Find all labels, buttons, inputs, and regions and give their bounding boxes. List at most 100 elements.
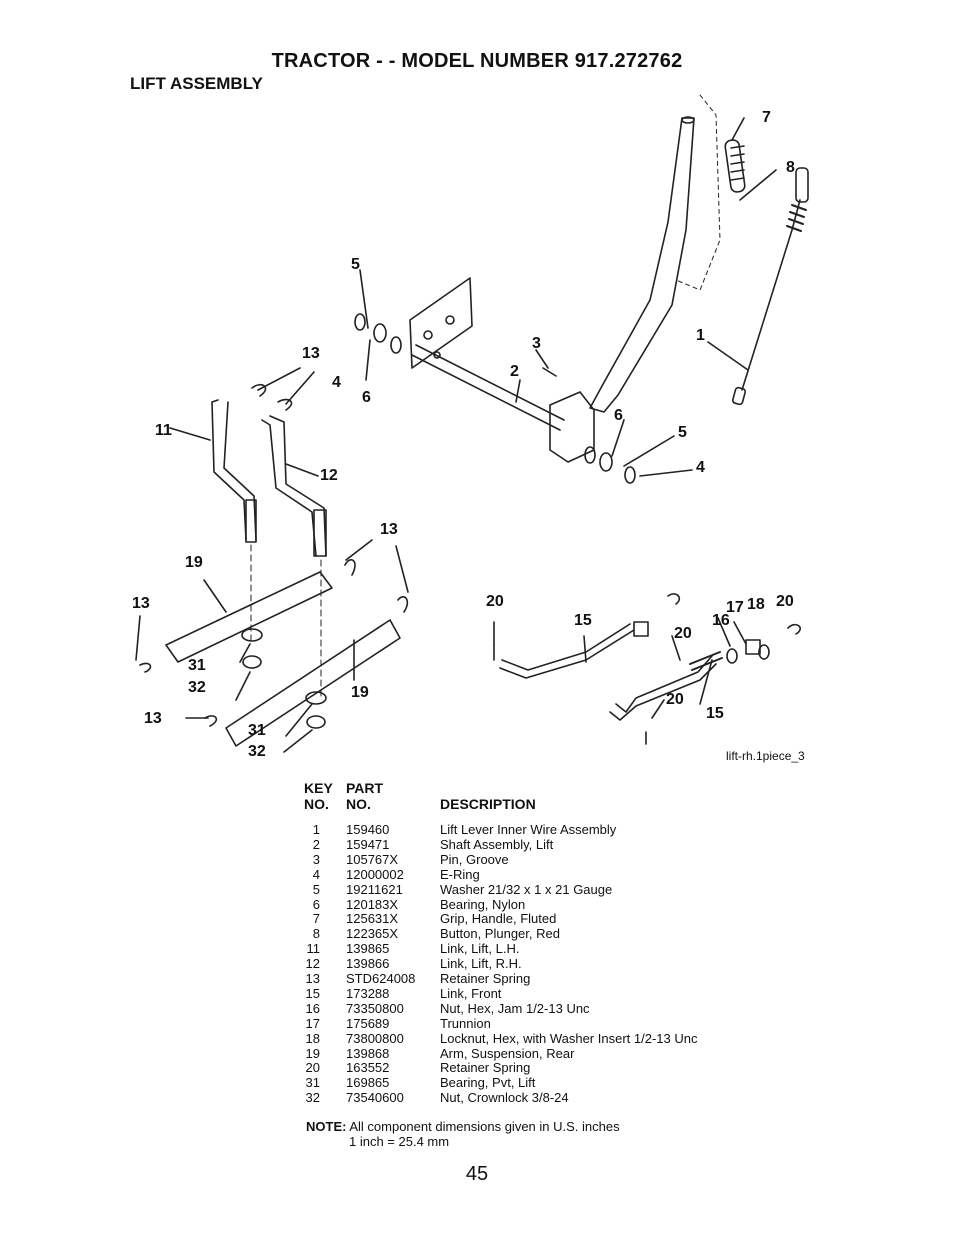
dimension-note: NOTE: All component dimensions given in … [306, 1119, 620, 1134]
inner-wire-shape [741, 199, 801, 391]
callout-31a: 31 [188, 657, 206, 674]
description: Nut, Crownlock 3/8-24 [440, 1090, 569, 1106]
description: E-Ring [440, 866, 480, 882]
callout-5a: 5 [351, 256, 360, 273]
callout-20c: 20 [776, 593, 794, 610]
description: Locknut, Hex, with Washer Insert 1/2-13 … [440, 1030, 698, 1046]
description: Retainer Spring [440, 971, 531, 986]
description: Bearing, Nylon [440, 896, 526, 912]
key-no: 13 [305, 971, 320, 986]
callout-13a: 13 [302, 345, 320, 362]
callout-6a: 6 [362, 389, 371, 406]
callout-32b: 32 [248, 743, 266, 760]
description: Arm, Suspension, Rear [440, 1045, 575, 1061]
part-no: 125631X [346, 911, 399, 927]
key-no: 5 [312, 881, 320, 897]
lift-assembly-diagram: 7 8 1 5 3 2 4 6 13 11 12 6 5 4 13 19 13 … [132, 94, 809, 763]
key-no: 4 [312, 866, 320, 882]
key-no: 19 [305, 1045, 320, 1061]
callout-17: 17 [726, 599, 744, 616]
description: Washer 21/32 x 1 x 21 Gauge [440, 881, 613, 897]
suspension-arm-lower-shape [225, 619, 401, 747]
callout-20d: 20 [666, 691, 684, 708]
mounting-plate-shape [409, 277, 473, 369]
part-no: 73350800 [346, 1000, 404, 1016]
part-no: 139868 [346, 1045, 390, 1061]
lift-link-rh-shape [261, 415, 327, 557]
description: Trunnion [440, 1015, 491, 1031]
description: Button, Plunger, Red [440, 926, 560, 942]
part-no: 139865 [346, 941, 390, 957]
part-no: 19211621 [346, 881, 403, 897]
part-no: 122365X [346, 926, 399, 942]
part-no: 163552 [346, 1060, 390, 1076]
section-title: LIFT ASSEMBLY [130, 74, 263, 93]
callout-7: 7 [762, 109, 771, 126]
callout-6b: 6 [614, 407, 623, 424]
callout-32a: 32 [188, 679, 206, 696]
key-no: 20 [305, 1060, 320, 1076]
page-number: 45 [465, 1163, 489, 1185]
part-no: 105767X [346, 851, 399, 867]
description: Retainer Spring [440, 1060, 531, 1076]
callout-2: 2 [510, 363, 519, 380]
key-no: 2 [312, 836, 320, 852]
key-no: 6 [312, 896, 320, 912]
col-desc-header: DESCRIPTION [440, 796, 536, 812]
suspension-arm-upper-shape [165, 571, 333, 663]
front-link-upper-shape [499, 623, 635, 679]
conversion-note: 1 inch = 25.4 mm [349, 1134, 450, 1149]
key-no: 1 [312, 822, 320, 837]
callout-20a: 20 [486, 593, 504, 610]
callout-15a: 15 [574, 612, 592, 629]
part-no: 173288 [346, 985, 390, 1001]
key-no: 15 [305, 985, 320, 1001]
front-link-lower-shape [609, 655, 717, 721]
description: Lift Lever Inner Wire Assembly [440, 822, 617, 837]
part-no: 73800800 [346, 1030, 404, 1046]
part-no: 73540600 [346, 1090, 404, 1106]
description: Bearing, Pvt, Lift [440, 1075, 536, 1091]
page-title: TRACTOR - - MODEL NUMBER 917.272762 [271, 50, 683, 72]
key-no: 17 [305, 1015, 320, 1031]
callout-12: 12 [320, 467, 338, 484]
callout-18: 18 [747, 596, 765, 613]
callout-13b: 13 [380, 521, 398, 538]
lift-link-lh-shape [211, 399, 257, 541]
key-no: 7 [312, 911, 320, 927]
key-no: 31 [305, 1075, 320, 1091]
callout-15b: 15 [706, 705, 724, 722]
description: Grip, Handle, Fluted [440, 911, 557, 927]
part-no: 120183X [346, 896, 399, 912]
part-no: STD624008 [346, 971, 416, 986]
callout-13d: 13 [144, 710, 162, 727]
callout-19a: 19 [185, 554, 203, 571]
fluted-grip-shape [724, 139, 746, 193]
description: Nut, Hex, Jam 1/2-13 Unc [440, 1000, 590, 1016]
callout-5b: 5 [678, 424, 687, 441]
key-no: 8 [312, 926, 320, 942]
callout-19b: 19 [351, 684, 369, 701]
key-no: 3 [312, 851, 320, 867]
callout-4b: 4 [696, 459, 705, 476]
diagram-ref-code: lift-rh.1piece_3 [726, 749, 805, 763]
callout-11: 11 [155, 422, 172, 439]
callout-3: 3 [532, 335, 541, 352]
part-no: 159460 [346, 822, 390, 837]
description: Shaft Assembly, Lift [440, 836, 554, 852]
description: Link, Lift, R.H. [440, 956, 522, 972]
callout-4a: 4 [332, 374, 341, 391]
callout-1: 1 [696, 327, 705, 344]
key-no: 11 [306, 941, 321, 957]
lift-lever-shape [589, 117, 695, 413]
part-no: 159471 [346, 836, 390, 852]
lift-shaft-shape [411, 344, 565, 431]
part-no: 139866 [346, 956, 390, 972]
part-no: 175689 [346, 1015, 390, 1031]
description: Link, Front [440, 985, 502, 1001]
callout-8: 8 [786, 159, 795, 176]
key-no: 18 [305, 1030, 320, 1046]
part-no: 169865 [346, 1075, 390, 1091]
